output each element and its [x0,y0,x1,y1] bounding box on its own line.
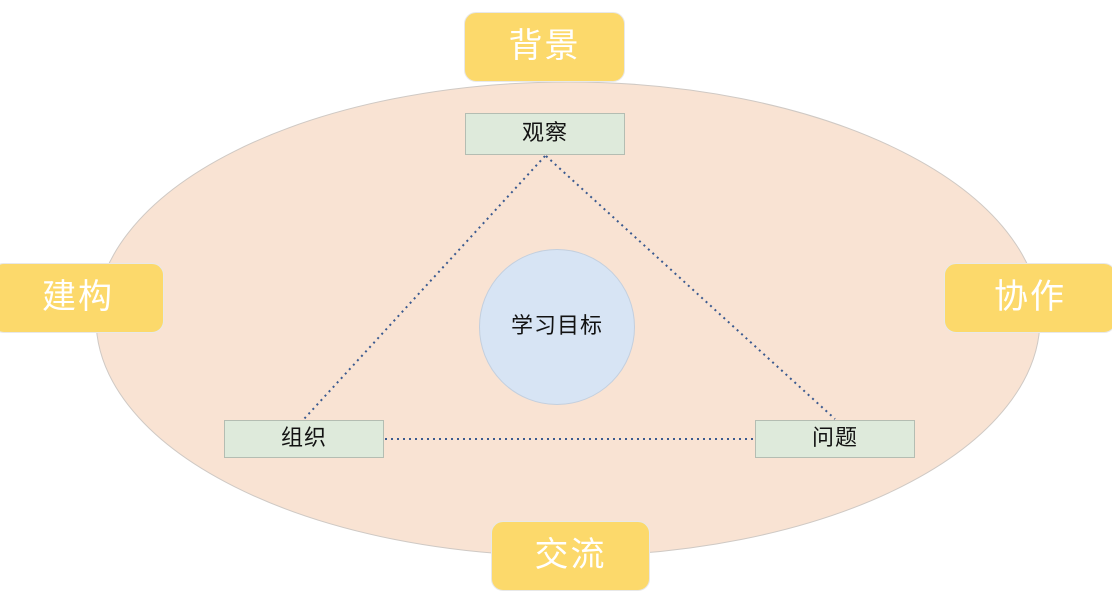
node-observation[interactable]: 观察 [465,113,625,155]
node-question[interactable]: 问题 [755,420,915,458]
node-learning-goal-label: 学习目标 [510,313,603,339]
node-communication-label: 交流 [534,535,607,576]
node-collaboration[interactable]: 协作 [944,263,1112,333]
node-organization[interactable]: 组织 [224,420,384,458]
node-construction[interactable]: 建构 [0,263,164,333]
node-communication[interactable]: 交流 [491,521,650,591]
node-collaboration-label: 协作 [994,277,1066,318]
node-background[interactable]: 背景 [464,12,625,82]
node-construction-label: 建构 [42,277,114,318]
node-organization-label: 组织 [280,425,327,451]
node-learning-goal[interactable]: 学习目标 [479,249,635,405]
node-background-label: 背景 [508,26,581,67]
node-question-label: 问题 [811,425,858,451]
node-observation-label: 观察 [521,120,568,146]
connector-observation-question [545,155,836,420]
